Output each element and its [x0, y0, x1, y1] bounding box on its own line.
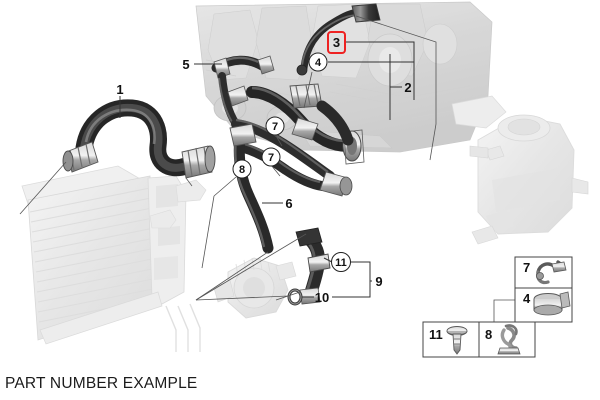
legend-box-8[interactable]: 8 [478, 321, 536, 358]
callout-9: 9 [375, 274, 382, 289]
callout-3-highlight[interactable]: 3 [327, 31, 346, 54]
callout-7-upper: 7 [265, 116, 285, 136]
o-ring-10 [287, 288, 303, 306]
hose-1-left-connector [62, 141, 99, 173]
hose-1-right-connector [181, 145, 216, 179]
spring-clamp-icon [536, 260, 567, 285]
clamp-11-on-hose [307, 253, 331, 273]
legend-box-4[interactable]: 4 [514, 287, 573, 323]
callout-10: 10 [315, 290, 329, 305]
page-caption: PART NUMBER EXAMPLE [5, 375, 198, 392]
legend-box-7[interactable]: 7 [514, 256, 573, 289]
hose-7-upper-connector [291, 117, 319, 141]
bracket-clip-icon [497, 324, 521, 355]
callout-7-lower: 7 [261, 147, 281, 167]
hose-7-end-connector [319, 171, 353, 197]
callout-11: 11 [331, 252, 351, 272]
leader-lines [19, 15, 515, 322]
pump-hose-9 [287, 227, 331, 306]
legend-boxes: 7 4 [422, 256, 573, 358]
legend-label-8: 8 [485, 327, 492, 342]
legend-label-4: 4 [523, 291, 531, 306]
callout-6: 6 [285, 196, 292, 211]
callout-labels: 1 2 3 4 5 6 7 [116, 31, 412, 305]
rivet-screw-icon [446, 326, 468, 355]
svg-text:8: 8 [239, 164, 245, 176]
legend-box-11[interactable]: 11 [422, 321, 480, 358]
expansion-tank-ghost [451, 95, 589, 245]
radiator-hose-1 [62, 99, 216, 179]
engine-pipe-5 [211, 55, 275, 128]
callout-4: 4 [308, 52, 328, 72]
vent-line-3 [296, 3, 381, 76]
return-hose-6 [229, 123, 274, 254]
ring-clamp-icon [533, 291, 571, 316]
callout-1: 1 [116, 82, 123, 97]
legend-label-7: 7 [523, 260, 530, 275]
callout-3: 3 [333, 35, 340, 50]
callout-5: 5 [182, 57, 189, 72]
water-pump-ghost [213, 257, 297, 319]
svg-text:7: 7 [268, 152, 274, 164]
legend-label-11: 11 [429, 327, 443, 342]
svg-text:7: 7 [272, 121, 278, 133]
parts-diagram: 1 2 3 4 5 6 7 [19, 1, 589, 358]
radiator-ghost [21, 165, 207, 352]
callout-2: 2 [404, 80, 411, 95]
svg-text:11: 11 [335, 257, 347, 269]
svg-text:4: 4 [315, 57, 322, 69]
callout-8: 8 [232, 159, 252, 179]
